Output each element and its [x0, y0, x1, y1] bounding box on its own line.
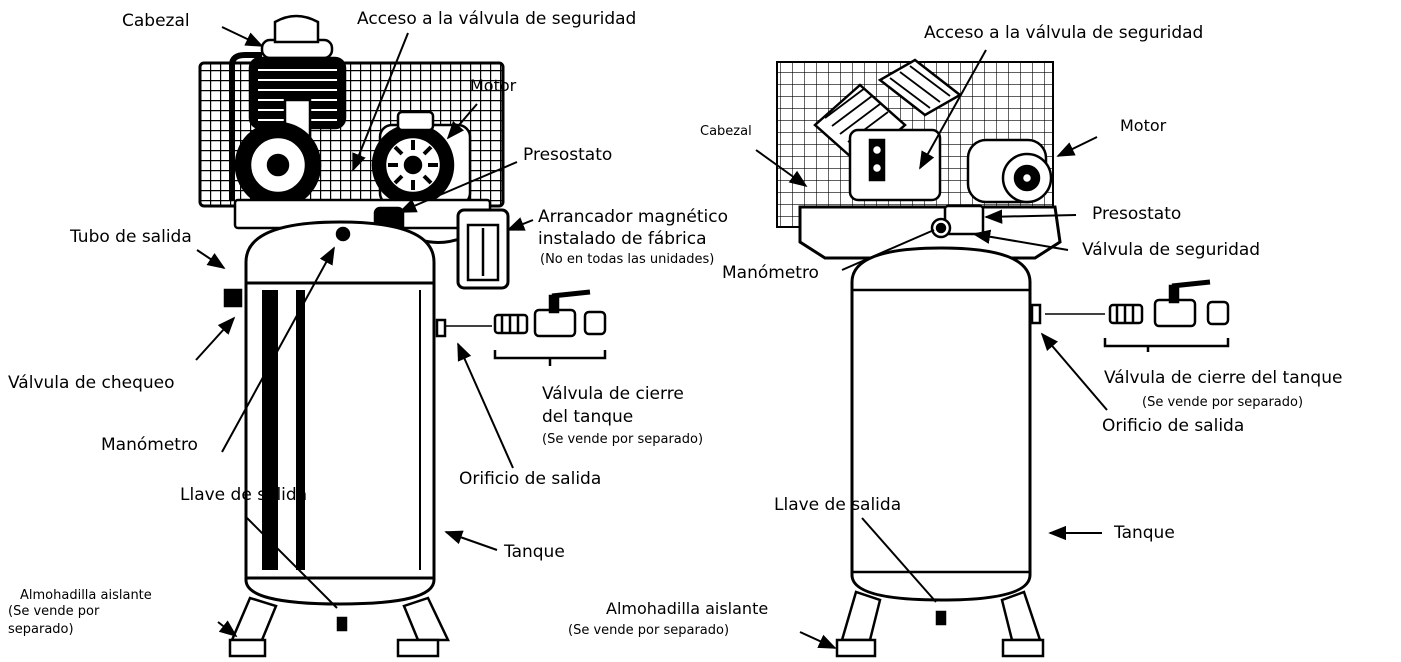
right-tank [850, 246, 1042, 602]
right-label-manometro: Manómetro [722, 263, 819, 283]
left-label-manometro: Manómetro [101, 435, 198, 455]
right-label-cierre: Válvula de cierre del tanque [1104, 368, 1343, 388]
left-compressor [198, 14, 607, 658]
left-label-valvula-chequeo: Válvula de chequeo [8, 373, 175, 393]
right-shutoff-valve-parts [1103, 279, 1230, 352]
right-gauge [930, 217, 952, 239]
left-label-orificio-salida: Orificio de salida [459, 469, 602, 489]
right-compressor [776, 58, 1230, 658]
right-legs [835, 590, 1045, 658]
leader-lines [195, 26, 1108, 649]
left-label-presostato: Presostato [523, 145, 613, 165]
left-motor [371, 110, 472, 207]
left-label-cabezal: Cabezal [122, 11, 190, 31]
right-label-cabezal: Cabezal [700, 124, 752, 139]
left-shutoff-valve-parts [493, 289, 607, 366]
right-label-almohadilla: Almohadilla aislante [606, 599, 769, 618]
right-label-valvula-seguridad: Válvula de seguridad [1082, 240, 1261, 260]
left-flywheel [234, 121, 322, 209]
right-label-llave-salida: Llave de salida [774, 495, 902, 515]
right-label-cierre-note: (Se vende por separado) [1142, 395, 1304, 410]
left-label-llave-salida: Llave de salida [180, 485, 308, 505]
left-label-cierre-1: Válvula de cierre [542, 384, 684, 404]
left-label-cierre-2: del tanque [542, 407, 634, 427]
right-label-motor: Motor [1120, 116, 1167, 135]
right-label-acceso-valvula: Acceso a la válvula de seguridad [924, 23, 1204, 43]
left-label-arrancador-2: instalado de fábrica [538, 229, 707, 249]
right-label-almo-note: (Se vende por separado) [568, 623, 730, 638]
left-label-acceso-valvula: Acceso a la válvula de seguridad [357, 9, 637, 29]
left-tank [244, 220, 447, 606]
left-head [248, 14, 347, 162]
right-motor [966, 138, 1053, 204]
left-label-arrancador-note: (No en todas las unidades) [540, 252, 715, 267]
left-magnetic-starter [456, 208, 510, 290]
left-outlet-tube [229, 52, 262, 200]
left-label-tanque: Tanque [504, 542, 565, 562]
left-label-cierre-note: (Se vende por separado) [542, 432, 704, 447]
left-label-almohadilla: Almohadilla aislante [20, 588, 152, 603]
right-label-presostato: Presostato [1092, 204, 1182, 224]
right-label-orificio-salida: Orificio de salida [1102, 416, 1245, 436]
right-label-tanque: Tanque [1114, 523, 1175, 543]
left-label-arrancador-1: Arrancador magnético [538, 207, 728, 227]
left-label-almo-note-1: (Se vende por [8, 604, 100, 619]
left-label-motor: Motor [470, 76, 517, 95]
left-label-almo-note-2: separado) [8, 622, 74, 637]
left-label-tubo-salida: Tubo de salida [70, 227, 192, 247]
left-legs [228, 596, 450, 658]
